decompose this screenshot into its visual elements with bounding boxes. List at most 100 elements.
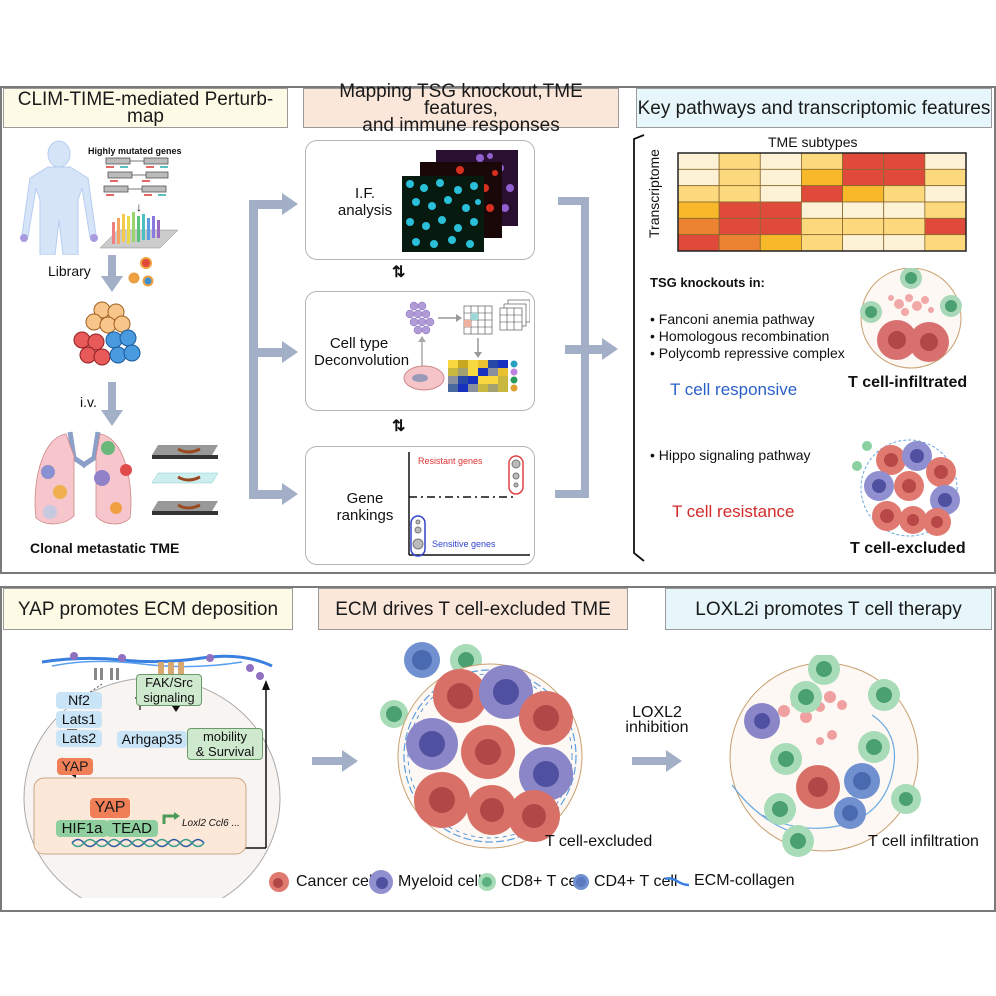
heatmap-cell — [883, 234, 926, 252]
branch-to-rank — [249, 490, 285, 499]
loxl2-arrow-shaft — [632, 757, 668, 765]
section-header-text-yap: YAP promotes ECM deposition — [17, 598, 279, 620]
bullet-text: Fanconi anemia pathway — [658, 311, 815, 327]
heatmap-cell — [677, 168, 720, 187]
heatmap-cell — [842, 201, 885, 219]
section-header-yap: YAP promotes ECM deposition — [3, 588, 293, 630]
heatmap-cell — [677, 234, 720, 252]
genes-label: Highly mutated genes — [88, 146, 182, 156]
fak-line2: signaling — [143, 690, 195, 705]
legend-label: ECM-collagen — [694, 872, 795, 889]
loxl2-inhibition-label: LOXL2 inhibition — [612, 704, 702, 736]
heatmap-cell — [842, 168, 885, 187]
myeloid-cell-icon — [369, 870, 393, 894]
arrow-to-rank-head — [282, 483, 298, 505]
legend-label: CD8+ T cell — [501, 873, 585, 890]
fak-line1: FAK/Src — [145, 675, 193, 690]
gene-ranking-plot — [408, 452, 530, 557]
legend-label: Cancer cell — [296, 873, 377, 890]
heatmap-cell — [924, 201, 967, 219]
if-analysis-label: I.F. analysis — [325, 185, 405, 219]
legend-myeloid-cell: Myeloid cell — [368, 868, 482, 896]
section-header-line2: and immune responses — [362, 114, 560, 136]
heatmap-cell — [759, 234, 802, 252]
section-header-text-loxl2i: LOXL2i promotes T cell therapy — [695, 598, 962, 620]
heatmap-cell — [759, 201, 802, 219]
bracket — [633, 134, 645, 562]
legend-label: Myeloid cell — [398, 873, 482, 890]
ecm-collagen-icon — [664, 877, 690, 887]
section-header-loxl2i: LOXL2i promotes T cell therapy — [665, 588, 992, 630]
cancer-cell-icon — [269, 872, 289, 892]
heatmap-cell — [883, 201, 926, 219]
deconv-line2: Deconvolution — [314, 352, 410, 369]
heatmap-cell — [677, 185, 720, 203]
responsive-bullet-list: • Fanconi anemia pathway • Homologous re… — [650, 311, 845, 362]
heatmap-cell — [718, 234, 761, 252]
t-cell-resistance-label: T cell resistance — [672, 502, 795, 521]
heatmap-cell — [883, 185, 926, 203]
tsg-knockouts-title: TSG knockouts in: — [650, 275, 765, 290]
heatmap-cell — [924, 152, 967, 170]
heatmap-cell — [924, 185, 967, 203]
heatmap-cell — [677, 152, 720, 170]
down-arrow-icon: ↓ — [136, 200, 142, 214]
heatmap-cell — [842, 217, 885, 236]
t-cell-infiltration-label: T cell infiltration — [868, 833, 979, 850]
resistant-genes-label: Resistant genes — [418, 456, 483, 466]
heatmap-cell — [718, 168, 761, 187]
nf2-label: Nf2 — [56, 692, 102, 709]
heatmap-ylabel: Transcriptome — [646, 149, 662, 238]
arhgap35-label: Arhgap35 — [117, 731, 187, 748]
arrow-to-excluded-head — [342, 750, 358, 772]
section-header-line1: Mapping TSG knockout,TME features, — [339, 80, 583, 119]
virus-icon — [128, 257, 154, 287]
heatmap-cell — [883, 152, 926, 170]
cd4-t-cell-icon — [573, 874, 589, 890]
heatmap-cell — [677, 201, 720, 219]
section-header-key-pathways: Key pathways and transcriptomic features — [636, 88, 992, 128]
bullet-item: • Homologous recombination — [650, 328, 830, 344]
section-header-text: CLIM-TIME-mediated Perturb-map — [17, 89, 274, 127]
heatmap-cell — [842, 152, 885, 170]
t-cell-responsive-label: T cell responsive — [670, 380, 798, 399]
bullet-text: Hippo signaling pathway — [658, 447, 811, 463]
heatmap-cell — [801, 201, 843, 219]
deconvolution-diagram-icon — [403, 299, 530, 392]
gene-rankings-label: Gene rankings — [325, 490, 405, 524]
tead-label: TEAD — [106, 820, 158, 837]
if-line1: I.F. — [354, 185, 375, 202]
heatmap-cell — [924, 217, 967, 236]
t-cell-excluded-label: T cell-excluded — [850, 540, 966, 557]
heatmap-border — [677, 152, 967, 252]
section-header-mapping: Mapping TSG knockout,TME features, and i… — [303, 82, 619, 135]
iv-arrow-head — [101, 410, 123, 426]
lats2-label: Lats2 — [56, 730, 102, 747]
mobility-survival-box: mobility & Survival — [187, 728, 263, 760]
merge-bottom — [555, 490, 589, 498]
heatmap-cell — [718, 152, 761, 170]
mobility-line1: mobility — [202, 729, 248, 744]
heatmap-cell — [759, 217, 802, 236]
tissue-slides-icon — [151, 445, 219, 515]
heatmap-cell — [718, 217, 761, 236]
t-cell-infiltrated-label: T cell-infiltrated — [848, 374, 968, 391]
target-genes-label: Loxl2 Ccl6 ... — [182, 818, 240, 829]
t-cell-infiltration-tumor-icon — [729, 655, 921, 857]
library-arrow-head — [101, 276, 123, 292]
bullet-text: Homologous recombination — [658, 328, 830, 344]
loxl2-line1: LOXL2 — [632, 704, 682, 721]
rank-line2: rankings — [336, 507, 394, 524]
heatmap — [677, 152, 967, 252]
clonal-metastatic-tme-label: Clonal metastatic TME — [30, 540, 180, 556]
excluded-tumor-icon — [852, 439, 960, 537]
legend-label: CD4+ T cell — [594, 873, 678, 890]
yap-cytoplasm-label: YAP — [57, 758, 93, 775]
cd8-t-cell-icon — [478, 873, 496, 891]
mobility-line2: & Survival — [195, 744, 255, 759]
bullet-item: • Hippo signaling pathway — [650, 447, 811, 463]
legend-cd8-t-cell: CD8+ T cell — [477, 872, 584, 892]
lats1-label: Lats1 — [56, 711, 102, 728]
loxl2-arrow-head — [666, 750, 682, 772]
heatmap-cell — [759, 168, 802, 187]
